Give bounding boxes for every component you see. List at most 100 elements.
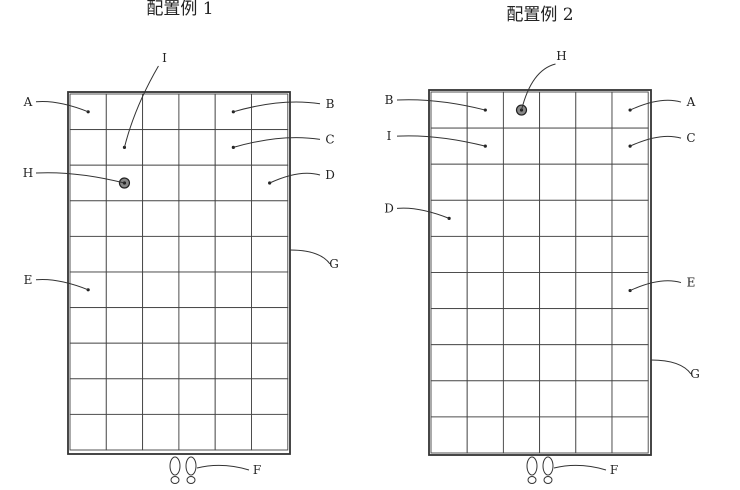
grid-cell	[611, 235, 649, 273]
leader-line	[396, 207, 450, 219]
callout-label: B	[385, 93, 394, 107]
grid-cell	[178, 342, 216, 380]
grid-cell	[69, 413, 107, 451]
grid-cell	[178, 164, 216, 202]
callout-label: H	[556, 49, 566, 63]
leader-line	[289, 249, 331, 265]
grid-cell	[430, 235, 468, 273]
grid-cell	[430, 91, 468, 129]
room-frame	[428, 89, 652, 456]
callout-label: A	[23, 95, 33, 109]
grid-cell	[69, 342, 107, 380]
grid-cell	[611, 416, 649, 454]
grid-cell	[251, 413, 289, 451]
room-frame	[67, 91, 291, 455]
feet-icon	[169, 456, 197, 484]
callout-label: F	[253, 463, 261, 477]
callout-label: A	[686, 95, 696, 109]
grid-cell	[214, 271, 252, 309]
grid-cell	[142, 413, 180, 451]
grid-cell	[430, 272, 468, 310]
grid-cell	[466, 308, 504, 346]
grid-cell	[105, 93, 144, 131]
grid-cell	[178, 200, 216, 237]
grid-cell	[502, 416, 541, 454]
grid-cell	[251, 235, 289, 273]
grid-cell	[214, 413, 252, 451]
callout-label: D	[325, 168, 335, 182]
grid-cell	[611, 199, 649, 237]
leader-line	[123, 65, 159, 148]
grid-cell	[611, 344, 649, 382]
grid-cell	[69, 307, 107, 344]
leader-line	[35, 279, 89, 291]
callout-label: C	[325, 132, 334, 146]
grid-cell	[105, 235, 144, 273]
grid-cell	[69, 235, 107, 273]
grid-cell	[214, 378, 252, 415]
grid-cell	[611, 380, 649, 418]
grid-cell	[466, 235, 504, 273]
callout-label: G	[690, 367, 700, 381]
grid-cell	[466, 344, 504, 382]
grid-cell	[575, 380, 613, 418]
grid-cell	[142, 378, 180, 415]
grid-cell	[214, 342, 252, 380]
grid-cell	[105, 200, 144, 237]
grid-cell	[466, 416, 504, 454]
figure-2-title: 配置例 2	[506, 5, 573, 25]
callout-label: F	[610, 463, 618, 477]
grid-cell	[575, 272, 613, 310]
grid-cell	[466, 163, 504, 201]
grid-cell	[430, 308, 468, 346]
grid-cell	[466, 380, 504, 418]
grid-cell	[575, 416, 613, 454]
grid-cell	[142, 307, 180, 344]
grid-cell	[611, 308, 649, 346]
grid-cell	[214, 164, 252, 202]
feet-icon	[526, 456, 554, 484]
callout-label: I	[387, 129, 392, 143]
grid-cell	[178, 93, 216, 131]
grid-cell	[105, 378, 144, 415]
grid-cell	[611, 163, 649, 201]
grid-cell	[502, 199, 541, 237]
leader-line	[35, 101, 89, 113]
grid-cell	[251, 129, 289, 166]
grid-cell	[69, 200, 107, 237]
grid-cell	[539, 235, 577, 273]
grid-cell	[502, 127, 541, 165]
grid-cell	[251, 307, 289, 344]
grid-cell	[575, 308, 613, 346]
grid-cell	[430, 416, 468, 454]
callout-label: B	[326, 97, 335, 111]
grid-cell	[178, 235, 216, 273]
grid-cell	[466, 199, 504, 237]
figure-1-title: 配置例 1	[146, 0, 213, 19]
grid-cell	[178, 307, 216, 344]
grid-cell	[430, 344, 468, 382]
grid-cell	[430, 380, 468, 418]
grid-cell	[105, 413, 144, 451]
grid-cell	[142, 235, 180, 273]
leader-line	[650, 359, 692, 375]
grid-cell	[142, 200, 180, 237]
grid-cell	[539, 272, 577, 310]
leader-line	[269, 172, 321, 184]
grid-cell	[539, 199, 577, 237]
grid-cell	[502, 163, 541, 201]
grid-cell	[502, 235, 541, 273]
grid-cell	[251, 200, 289, 237]
grid-cell	[251, 342, 289, 380]
grid-cell	[539, 344, 577, 382]
leader-line	[233, 137, 321, 148]
grid-cell	[502, 272, 541, 310]
grid-cell	[466, 272, 504, 310]
grid-cell	[575, 91, 613, 129]
callout-label: E	[687, 276, 696, 290]
leader-line	[521, 63, 556, 111]
grid-cell	[502, 308, 541, 346]
grid-cell	[539, 163, 577, 201]
